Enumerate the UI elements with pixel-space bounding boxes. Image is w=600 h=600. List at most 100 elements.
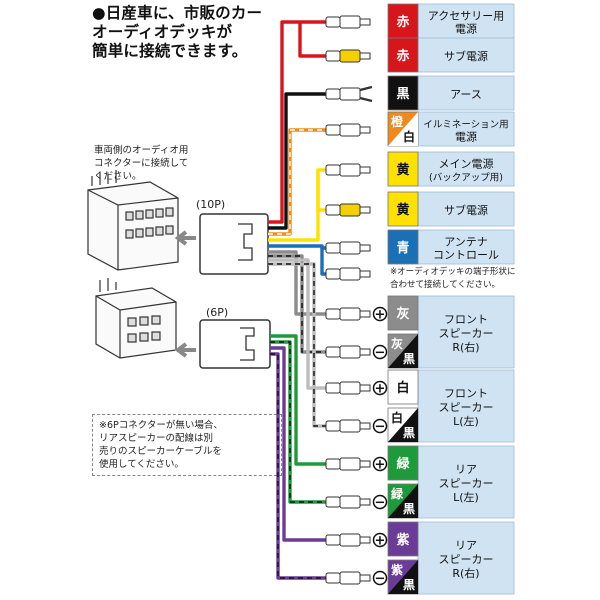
wire-color-label: 紫 [391, 562, 403, 577]
note-line: ください。 [94, 171, 142, 182]
wire-stripe [270, 353, 328, 579]
speaker-group-label: スピーカー [439, 401, 494, 414]
wire-function-label: サブ電源 [444, 49, 488, 63]
wire-color-swatch: 赤 [387, 3, 419, 39]
wire-color-label: 灰 [396, 306, 409, 322]
speaker-group-label: フロント [444, 313, 488, 326]
svg-text:+: + [375, 382, 386, 397]
wire-function-label: コントロール [433, 249, 499, 262]
wire-color-swatch: 橙白 [387, 111, 419, 147]
label-cell [417, 521, 515, 595]
svg-text:−: − [375, 572, 386, 587]
wire-color-swatch: 紫 [387, 521, 419, 557]
speaker-group-label: スピーカー [439, 327, 494, 340]
vehicle-connector-10p-icon [87, 170, 179, 271]
wire [268, 20, 328, 224]
wire-color-swatch: 青 [387, 229, 419, 265]
wire-color-swatch: 緑黒 [387, 483, 419, 519]
spade-terminal-icon [325, 419, 371, 433]
speaker-group-label: L(左) [453, 491, 479, 504]
wire-color-swatch: 白黒 [387, 407, 419, 443]
wire-function-label: アース [450, 88, 482, 101]
minus-terminal-icon: − [372, 418, 388, 435]
wire-color-label: 黒 [403, 502, 415, 516]
fork-terminal-icon [325, 85, 373, 103]
minus-terminal-icon: − [372, 344, 388, 361]
connector-6p-label: (6P) [206, 306, 229, 319]
label-cell [417, 111, 515, 147]
plus-terminal-icon: + [372, 380, 388, 397]
arrow-left-icon [174, 230, 196, 246]
wire-color-label: 灰 [391, 336, 403, 351]
speaker-group-label: R(右) [452, 566, 479, 580]
wire-color-label: 赤 [396, 14, 409, 30]
wire-function-label: アクセサリー用 [428, 10, 504, 23]
spade-terminal-icon [325, 123, 371, 137]
label-cell [417, 369, 515, 443]
plus-terminal-icon: + [372, 532, 388, 549]
wire-color-swatch: 紫黒 [387, 559, 419, 595]
wire-function-label: 電源 [455, 130, 477, 144]
wire-color-label: 紫 [396, 532, 409, 548]
wire-color-swatch: 黄 [387, 151, 419, 187]
wire-layer [268, 20, 328, 580]
spade-terminal-icon [325, 533, 371, 547]
wire-stripe [270, 341, 328, 503]
legend-table: 赤アクセサリー用電源赤サブ電源黒アース橙白イルミネーション用電源黄メイン電源(バ… [387, 3, 516, 595]
spade-terminal-icon [325, 345, 371, 359]
spade-terminal-icon [325, 457, 371, 471]
vehicle-connector-note: 車両側のオーディオ用 コネクターに接続して ください。 [94, 144, 188, 183]
wire-function-label: アンテナ [444, 236, 488, 249]
wire-color-label: 黒 [396, 86, 409, 102]
speaker-group-label: リア [455, 463, 477, 476]
speaker-group-label: L(左) [453, 415, 479, 428]
label-cell [417, 295, 515, 369]
antenna-note-line: 合わせて接続してください。 [390, 279, 500, 290]
wire-function-label: メイン電源 [439, 157, 494, 171]
wire-color-label: 橙 [391, 114, 404, 129]
wire [268, 250, 328, 316]
harness-connector-6p [199, 319, 271, 369]
speaker-group-label: R(右) [452, 340, 479, 354]
wire-function-label: 電源 [455, 22, 477, 36]
svg-text:−: − [375, 346, 386, 361]
wire-color-swatch: 白 [387, 369, 419, 405]
minus-terminal-icon: − [372, 494, 388, 511]
wire-color-label: 黄 [396, 202, 409, 218]
wire-color-swatch: 赤 [387, 37, 419, 73]
note-line: コネクターに接続して [94, 158, 189, 169]
wire [270, 346, 328, 542]
spade-terminal-icon [325, 241, 371, 255]
harness-connector-10p [199, 213, 269, 275]
wire [268, 244, 328, 250]
spade-terminal-icon [325, 267, 371, 281]
note-line: 使用してください。 [99, 459, 184, 470]
wire-color-label: 白 [396, 380, 409, 396]
wire-color-label: 黒 [403, 352, 415, 366]
wire-color-swatch: 灰 [387, 295, 419, 331]
wire-color-label: 黄 [396, 162, 409, 178]
note-line: 車両側のオーディオ用 [94, 145, 189, 156]
heading: ●日産車に、市販のカー オーディオデッキが 簡単に接続できます。 [92, 4, 262, 61]
label-cell [417, 229, 515, 265]
heading-line: 簡単に接続できます。 [92, 42, 248, 60]
wire [270, 334, 328, 466]
svg-text:+: + [375, 458, 386, 473]
label-cell [417, 151, 515, 187]
wire-color-label: 青 [396, 240, 409, 256]
wire-color-label: 白 [391, 410, 403, 425]
wire-stripe [268, 255, 328, 353]
note-line: 売りのスピーカーケーブルを [99, 446, 222, 457]
speaker-group-label: フロント [444, 387, 488, 400]
note-line: リアスピーカーの配線は別 [99, 433, 214, 444]
connector-10p-label: (10P) [196, 198, 226, 211]
svg-text:−: − [375, 420, 386, 435]
wire [268, 92, 328, 230]
spade-terminal-icon [325, 49, 371, 63]
speaker-group-label: リア [455, 539, 477, 552]
wire-color-swatch: 緑 [387, 445, 419, 481]
wire [268, 258, 328, 390]
svg-text:+: + [375, 534, 386, 549]
